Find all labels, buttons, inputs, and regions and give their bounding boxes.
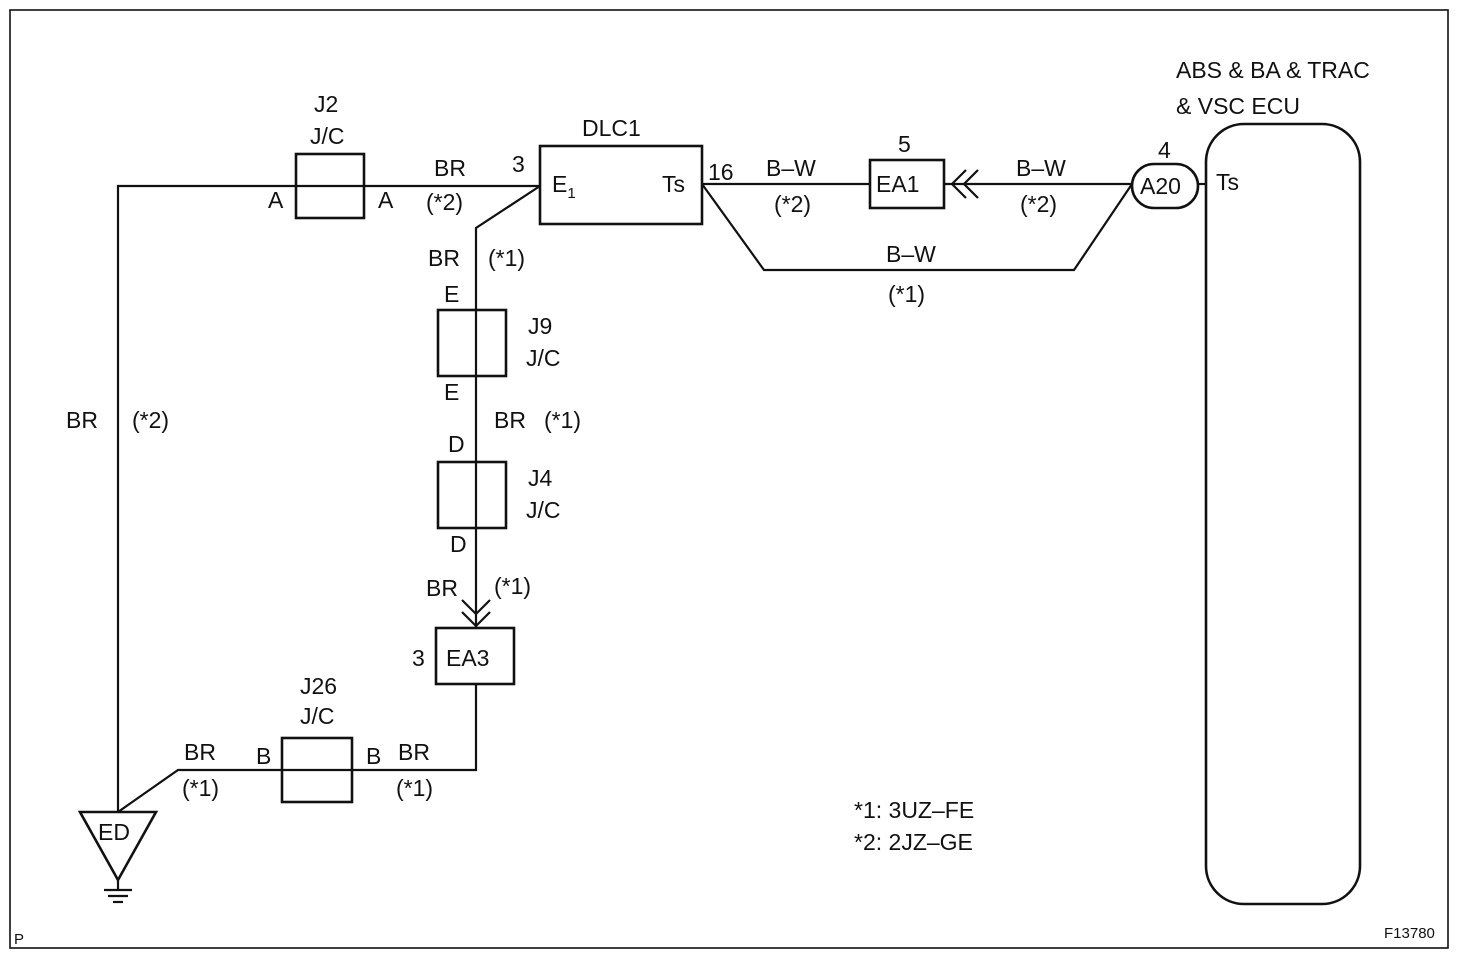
wire-bw-ea1-a20-color: B–W: [1016, 155, 1066, 181]
ea3-connector: [434, 626, 516, 686]
wire-br-j9-j4-note: (*1): [544, 407, 581, 433]
ea1-pin-number: 5: [898, 131, 911, 157]
j9-pin-top: E: [444, 281, 459, 307]
j26-name: J26: [300, 673, 337, 699]
ecu-terminal-ts: Ts: [1216, 169, 1239, 195]
wire-br-j9-j4-color: BR: [494, 407, 526, 433]
wire-br-left: [116, 184, 296, 812]
dlc1-ts-label: Ts: [662, 171, 685, 197]
wire-bw-lower-note: (*1): [888, 281, 925, 307]
j2-pin-left: A: [268, 187, 284, 213]
wire-br-ed-j26-note: (*1): [182, 775, 219, 801]
wire-br-left-note: (*2): [132, 407, 169, 433]
dlc1-name: DLC1: [582, 115, 641, 141]
wire-br-j26-ea3-color: BR: [398, 739, 430, 765]
ea1-connector-chevron-icon: [950, 169, 979, 199]
j9-name: J9: [528, 313, 552, 339]
ea1-name: EA1: [876, 171, 919, 197]
wire-bw-dlc1-ea1-note: (*2): [774, 191, 811, 217]
j4-pin-bottom: D: [450, 531, 467, 557]
wire-bw-dlc1-ea1-color: B–W: [766, 155, 816, 181]
wire-br-j2-dlc1-note: (*2): [426, 189, 463, 215]
abs-vsc-ecu: [1204, 122, 1362, 906]
j4-pin-top: D: [448, 431, 465, 457]
j9-type: J/C: [526, 345, 561, 371]
j9-pin-bottom: E: [444, 379, 459, 405]
figure-id: F13780: [1384, 925, 1435, 942]
wire-br-j26-ed: [117, 768, 282, 813]
dlc1-e1-pin-number: 3: [512, 151, 525, 177]
wire-br-j26-ea3-note: (*1): [396, 775, 433, 801]
j4-name: J4: [528, 465, 553, 491]
legend-note-1: *1: 3UZ–FE: [854, 797, 974, 823]
a20-name: A20: [1140, 173, 1181, 199]
legend-note-2: *2: 2JZ–GE: [854, 829, 973, 855]
dlc1-connector: [538, 144, 704, 226]
wire-br-j4-ea3-color: BR: [426, 575, 458, 601]
ea3-pin-number: 3: [412, 645, 425, 671]
j26-pin-right: B: [366, 743, 381, 769]
j26-type: J/C: [300, 703, 335, 729]
wire-br-dlc1-j9-color: BR: [428, 245, 460, 271]
j2-type: J/C: [310, 123, 345, 149]
j4-junction-connector: [436, 460, 508, 530]
a20-connector: [1130, 162, 1200, 210]
j9-junction-connector: [436, 308, 508, 378]
j4-type: J/C: [526, 497, 561, 523]
j2-pin-right: A: [378, 187, 394, 213]
dlc1-ts-pin-number: 16: [708, 159, 734, 185]
ea3-name: EA3: [446, 645, 489, 671]
wire-bw-ea1-a20-note: (*2): [1020, 191, 1057, 217]
wire-bw-lower: [701, 183, 1133, 272]
wire-br-ea3-j26: [352, 684, 478, 772]
diagram-frame: [9, 9, 1449, 949]
j2-name: J2: [314, 91, 338, 117]
dlc1-e1-label: E1: [552, 171, 576, 202]
wire-br-dlc1-j9-note: (*1): [488, 245, 525, 271]
j26-junction-connector: [280, 736, 354, 804]
wire-br-left-color: BR: [66, 407, 98, 433]
wire-br-ed-j26-color: BR: [184, 739, 216, 765]
ea3-connector-chevron-icon: [461, 599, 491, 628]
ea1-connector: [868, 158, 946, 210]
wire-br-j2-dlc1-color: BR: [434, 155, 466, 181]
wire-br-j4-ea3-note: (*1): [494, 573, 531, 599]
a20-pin-number: 4: [1158, 137, 1171, 163]
ecu-title-line2: & VSC ECU: [1176, 93, 1300, 119]
wires: [116, 182, 1206, 813]
ground-ed-icon: [77, 810, 159, 904]
j2-junction-connector: [294, 152, 366, 220]
j26-pin-left: B: [256, 743, 271, 769]
corner-mark: P: [14, 931, 24, 948]
ecu-title-line1: ABS & BA & TRAC: [1176, 57, 1370, 83]
wire-br-dlc1-j9: [474, 185, 541, 310]
ground-ed-label: ED: [98, 819, 130, 845]
wire-bw-lower-color: B–W: [886, 241, 936, 267]
